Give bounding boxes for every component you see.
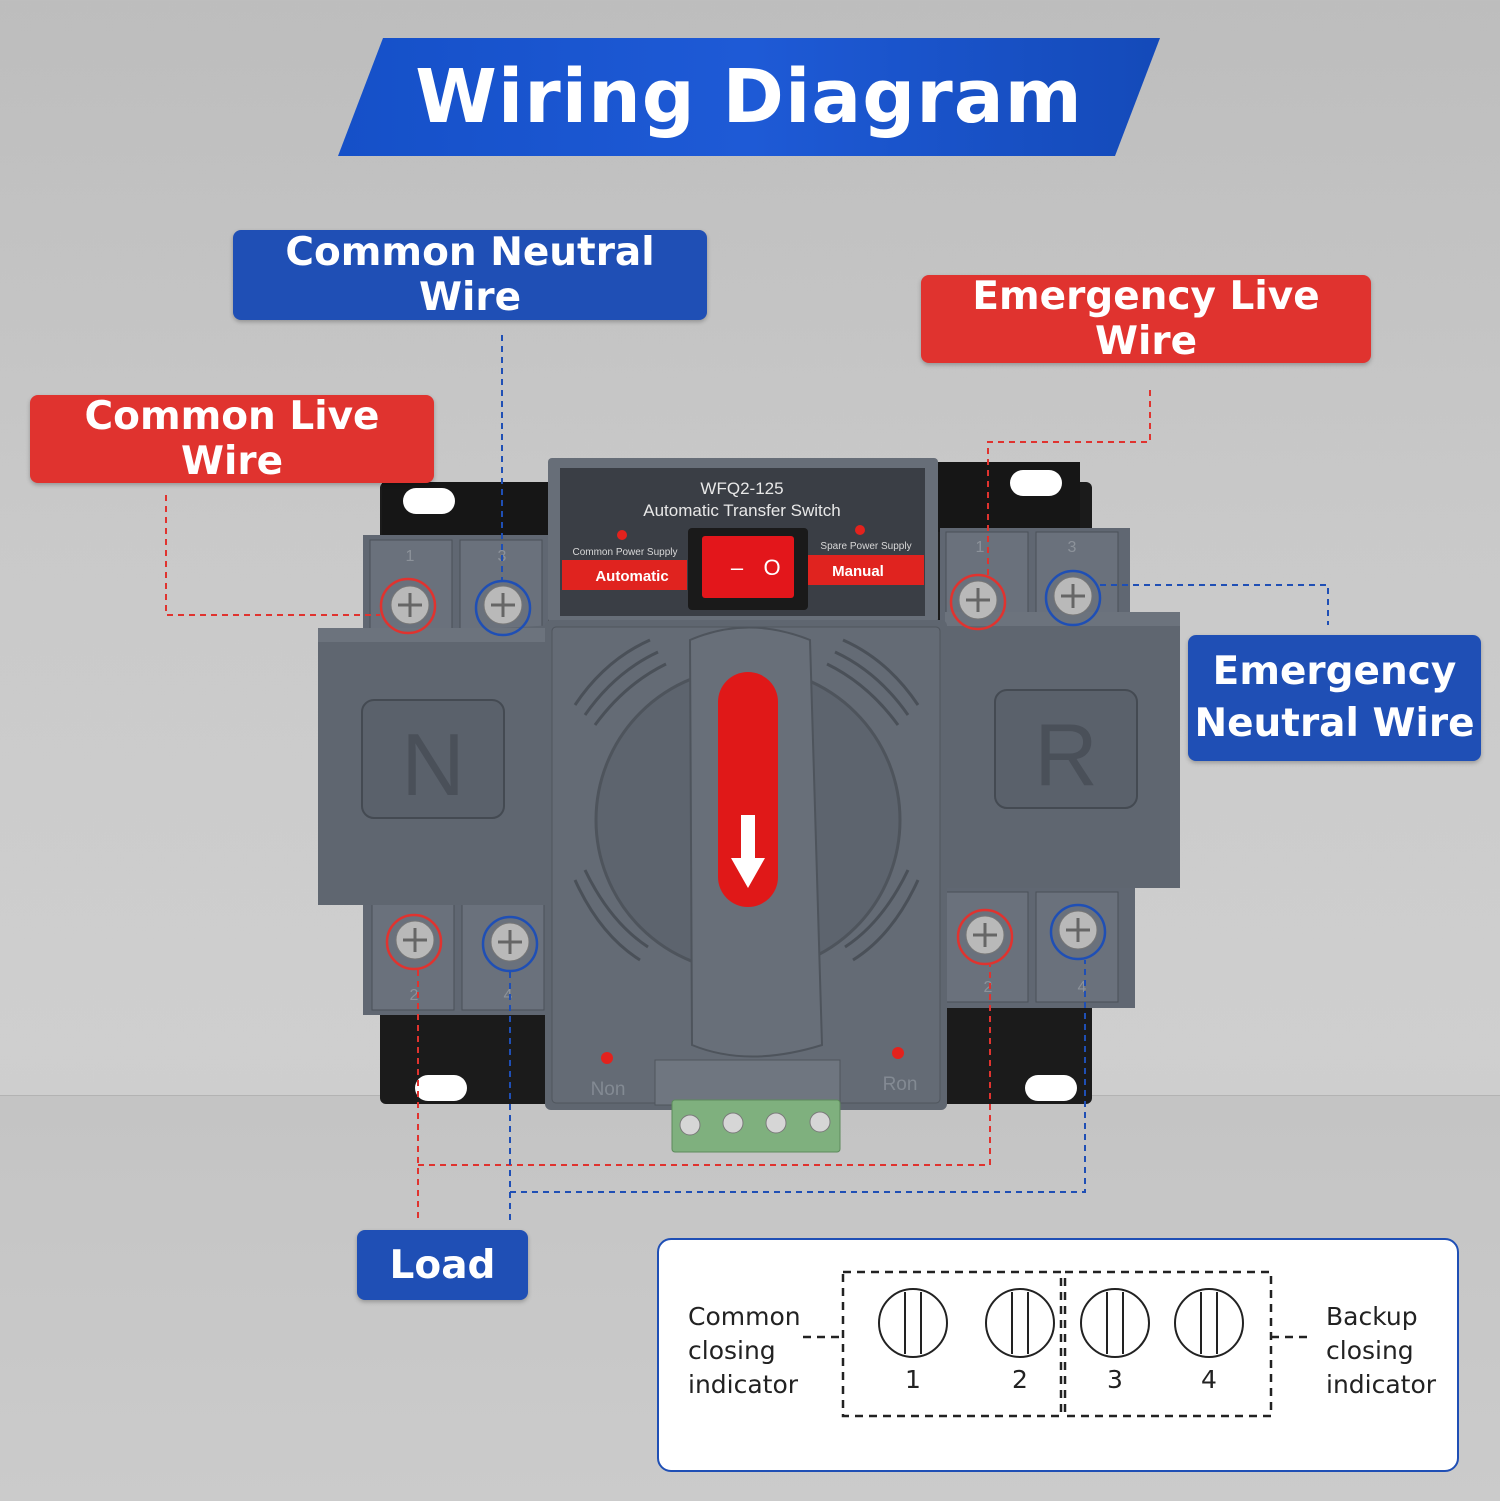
screw [395, 920, 435, 960]
terminal-number: 1 [406, 548, 415, 565]
common-live-wire-label: Common Live Wire [30, 394, 434, 484]
manual-band [806, 555, 924, 585]
control-panel: WFQ2-125 Automatic Transfer Switch Commo… [548, 458, 938, 623]
emergency-neutral-wire-label: Emergency Neutral Wire [1188, 635, 1481, 761]
ron-indicator-led [892, 1047, 904, 1059]
rocker-switch [702, 536, 794, 598]
load-neutral-bridge [510, 960, 1086, 1193]
indicator-window-2 [985, 1288, 1055, 1358]
mounting-hole [1010, 470, 1062, 496]
model-label: WFQ2-125 [700, 479, 783, 498]
screw [958, 580, 998, 620]
neutral-terminal-ring [1049, 903, 1107, 961]
legend-dashed-groups [803, 1270, 1310, 1418]
live-terminal-ring [949, 573, 1007, 631]
common-closing-indicator-label: Common closing indicator [688, 1302, 801, 1399]
emergency-live-leader [987, 390, 1151, 575]
terminal-number: 2 [410, 987, 419, 1004]
manual-label: Manual [832, 563, 884, 580]
rocker-off-symbol: – [731, 555, 744, 580]
vent-grille [573, 638, 920, 962]
rocker-on-symbol: O [763, 555, 780, 580]
leader-lines [165, 335, 1329, 1222]
terminal-number: 4 [1078, 979, 1087, 996]
indicator-number-1: 1 [905, 1365, 921, 1394]
live-terminal-ring [956, 908, 1014, 966]
terminal-number: 2 [984, 979, 993, 996]
page-title: Wiring Diagram [415, 54, 1083, 140]
common-power-supply-label: Common Power Supply [572, 547, 677, 558]
screw [490, 922, 530, 962]
mounting-hole [1025, 1075, 1077, 1101]
control-terminal-label-plate [654, 1059, 841, 1106]
mounting-hole [403, 488, 455, 514]
terminal-number: 1 [976, 539, 985, 556]
emergency-neutral-leader [1100, 584, 1329, 625]
emergency-live-wire-label: Emergency Live Wire [921, 274, 1371, 364]
neutral-terminal-ring [1044, 569, 1102, 627]
live-terminal-ring [385, 913, 443, 971]
terminal-screws [390, 576, 1098, 962]
indicator-legend [657, 1238, 1459, 1472]
device-name-label: Automatic Transfer Switch [643, 501, 840, 520]
non-indicator-led [601, 1052, 613, 1064]
indicator-window-1 [878, 1288, 948, 1358]
indicator-number-3: 3 [1107, 1365, 1123, 1394]
common-neutral-wire-label: Common Neutral Wire [233, 230, 707, 320]
down-arrow-icon [731, 815, 765, 888]
common-supply-led [617, 530, 627, 540]
backup-indicator-group [1063, 1270, 1273, 1418]
module-letter-r: R [1034, 705, 1098, 804]
neutral-terminal-ring [481, 915, 539, 973]
live-terminal-ring [379, 577, 437, 635]
mounting-hole [415, 1075, 467, 1101]
terminal-highlight-rings [379, 569, 1107, 973]
automatic-label: Automatic [595, 568, 668, 585]
indicator-number-2: 2 [1012, 1365, 1028, 1394]
module-letter-n: N [401, 715, 465, 814]
indicator-window-4 [1174, 1288, 1244, 1358]
indicator-windows [878, 1288, 1244, 1358]
left-bottom-terminal-block: 2 4 [363, 895, 548, 1015]
load-live-bridge [418, 965, 991, 1166]
screw [1058, 910, 1098, 950]
backup-closing-indicator-label: Backup closing indicator [1326, 1302, 1437, 1399]
ron-indicator-label: Ron [883, 1074, 918, 1095]
title-banner [338, 38, 1160, 156]
spare-supply-led [855, 525, 865, 535]
green-terminal-block [671, 1099, 841, 1153]
common-indicator-group [841, 1270, 1063, 1418]
indicator-number-4: 4 [1201, 1365, 1217, 1394]
spare-power-supply-label: Spare Power Supply [820, 541, 911, 552]
left-module-n: N [318, 625, 555, 905]
neutral-terminal-ring [474, 579, 532, 637]
screw [965, 915, 1005, 955]
non-indicator-label: Non [591, 1079, 626, 1100]
right-module-r: R [945, 612, 1180, 888]
automatic-band [562, 560, 687, 590]
terminal-number: 4 [504, 987, 513, 1004]
indicator-window-3 [1080, 1288, 1150, 1358]
handle-stripe [718, 672, 778, 907]
terminal-number: 3 [1068, 539, 1077, 556]
screw [483, 585, 523, 625]
screw [390, 585, 430, 625]
load-label: Load [357, 1230, 528, 1300]
screw [1053, 576, 1093, 616]
center-body: Non Ron [545, 620, 947, 1110]
